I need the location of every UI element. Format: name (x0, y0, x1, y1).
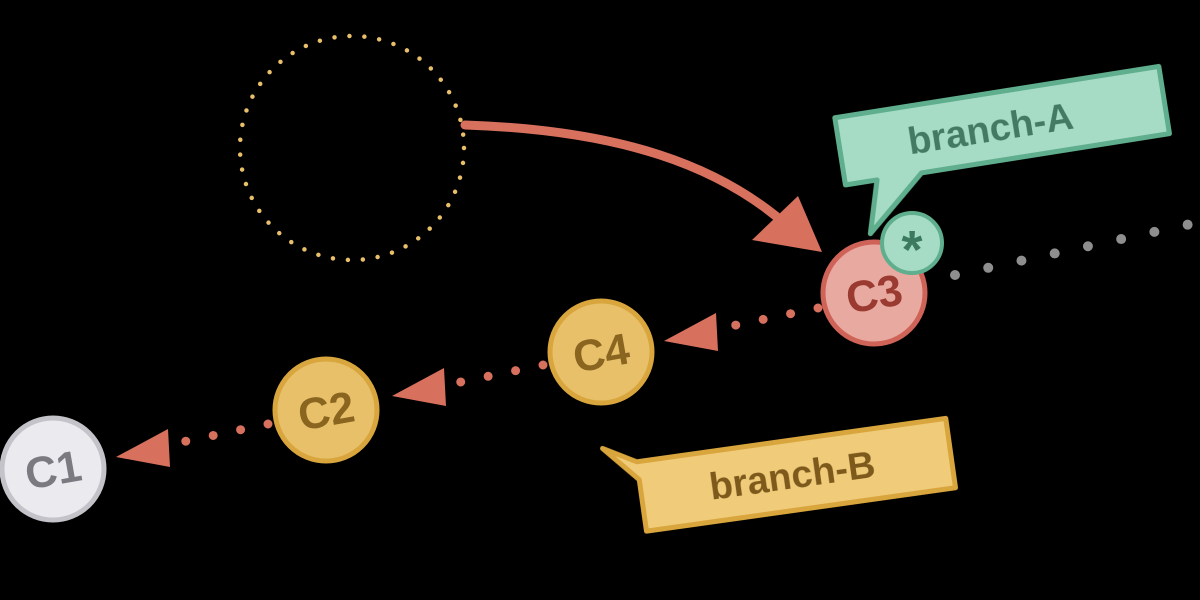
commit-c2[interactable]: C2 (272, 356, 380, 464)
commit-c4-node (547, 298, 655, 406)
link-c4-to-c2 (436, 360, 548, 391)
branch-label-branch-a[interactable]: branch-A (832, 63, 1178, 237)
commit-c4[interactable]: C4 (547, 298, 655, 406)
arrowhead-c1 (116, 429, 170, 467)
link-c3-to-c4 (707, 303, 823, 335)
parent-links (116, 303, 823, 467)
head-marker-badge (880, 211, 944, 275)
commit-c2-node (272, 356, 380, 464)
head-marker-symbol: * (901, 220, 922, 280)
head-marker[interactable]: * (880, 211, 944, 280)
commit-c1[interactable]: C1 (0, 415, 107, 523)
link-c2-to-c1 (158, 419, 273, 451)
commit-c3-label: C3 (842, 265, 906, 323)
future-link-dots (950, 217, 1200, 280)
branch-a-bubble (832, 63, 1172, 237)
commit-c4-label: C4 (569, 324, 633, 382)
commit-c1-node (0, 415, 107, 523)
arrowhead-c2 (392, 368, 446, 406)
arrowhead-c4 (664, 313, 718, 351)
commit-c2-label: C2 (294, 382, 358, 440)
commit-c1-label: C1 (21, 441, 85, 499)
branch-label-branch-b[interactable]: branch-B (600, 401, 958, 536)
move-arrow-head (752, 196, 822, 252)
branch-b-bubble (600, 415, 958, 534)
ghost-commit-outline (237, 33, 467, 263)
move-arrow-line (460, 120, 795, 233)
